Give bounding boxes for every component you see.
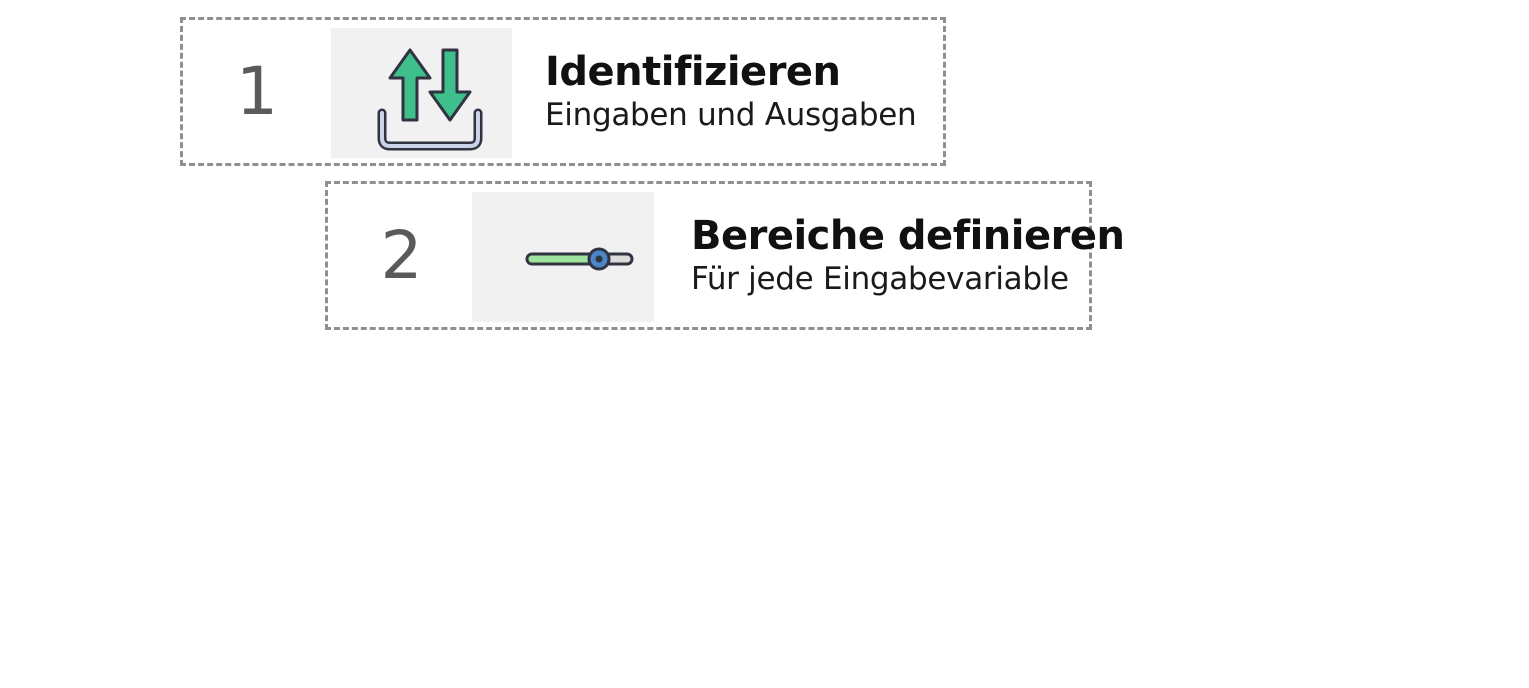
step-text: Identifizieren Eingaben und Ausgaben bbox=[545, 20, 917, 163]
step-text: Bereiche definieren Für jede Eingabevari… bbox=[691, 184, 1125, 327]
step-title: Bereiche definieren bbox=[691, 212, 1125, 259]
step-number: 2 bbox=[380, 217, 423, 294]
step-number: 1 bbox=[236, 53, 278, 130]
down-arrow-shape bbox=[428, 48, 472, 122]
range-slider-icon bbox=[525, 247, 634, 271]
slider-knob-center bbox=[595, 255, 603, 263]
tray-shape bbox=[377, 108, 483, 151]
step-subtitle: Eingaben und Ausgaben bbox=[545, 96, 917, 133]
up-arrow-shape bbox=[388, 48, 432, 122]
step-title: Identifizieren bbox=[545, 48, 841, 95]
step-1-box: 1 Identifizieren Eingaben und Ausgaben bbox=[180, 17, 946, 166]
step-2-box: 2 Bereiche definieren Für jede Eingabeva… bbox=[325, 181, 1125, 330]
icon-tile bbox=[331, 28, 512, 158]
step-subtitle: Für jede Eingabevariable bbox=[691, 260, 1069, 297]
slider-fill bbox=[528, 255, 599, 263]
tray-inner bbox=[380, 111, 480, 148]
upload-download-arrows-icon bbox=[377, 48, 483, 151]
icon-tile bbox=[472, 192, 654, 322]
